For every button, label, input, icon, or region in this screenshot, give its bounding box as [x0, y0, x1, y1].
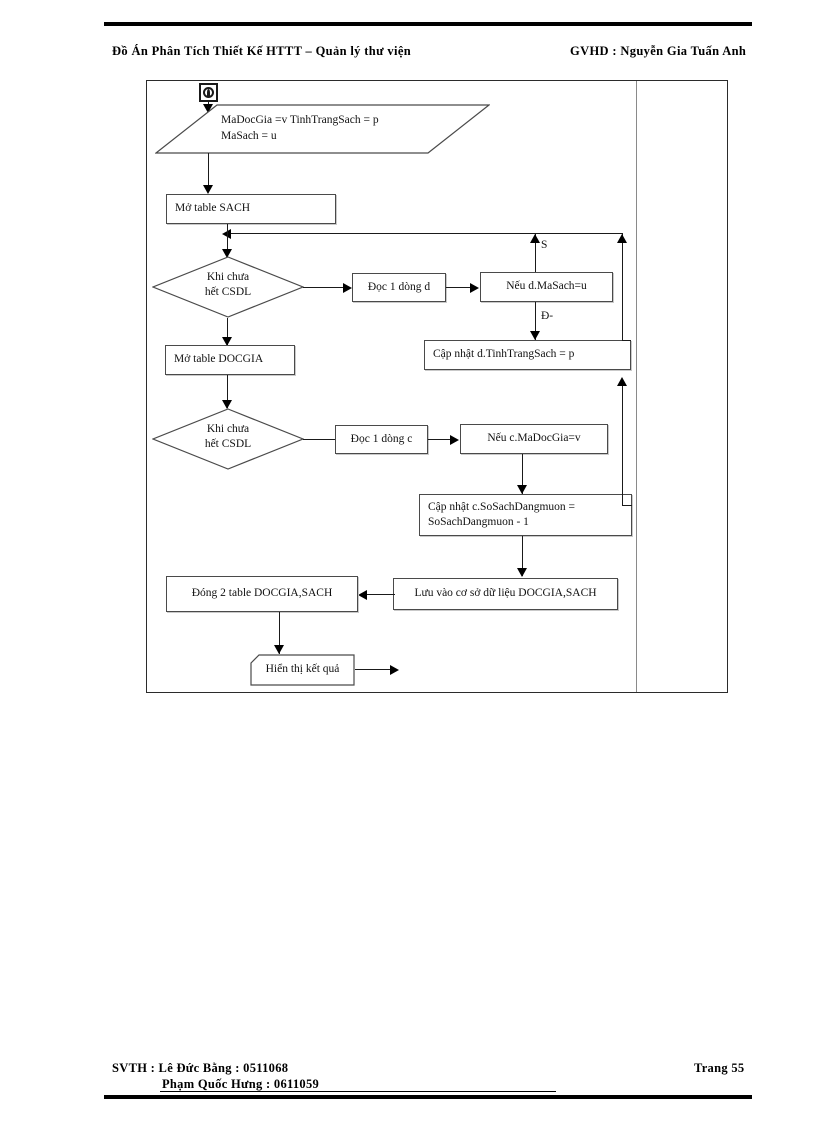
start-node-pip — [207, 89, 210, 96]
edge-open-sach-to-loop — [227, 224, 228, 256]
node-save-db: Lưu vào cơ sở dữ liệu DOCGIA,SACH — [393, 578, 618, 610]
node-save-db-label: Lưu vào cơ sở dữ liệu DOCGIA,SACH — [414, 587, 597, 600]
arrowhead-start-to-input — [203, 104, 213, 113]
node-update-tinhtrang-label: Cập nhật d.TinhTrangSach = p — [433, 348, 575, 361]
header-title-left: Đồ Án Phân Tích Thiết Kế HTTT – Quản lý … — [112, 44, 412, 58]
node-loop-sach-label: Khi chưa hết CSDL — [204, 271, 252, 298]
arrowhead-open-sach-to-loop — [222, 249, 232, 258]
edge-check-masach-false — [535, 302, 536, 340]
edge-save-to-close — [362, 594, 395, 595]
header-rule — [104, 22, 752, 26]
node-update-sosach-label: Cập nhật c.SoSachDangmuon = SoSachDangmu… — [428, 500, 576, 528]
arrowhead-close-to-show-result — [274, 645, 284, 654]
edge-loop-sach-exit — [227, 318, 228, 345]
start-node-icon — [199, 83, 218, 102]
arrowhead-check-masach-true — [530, 234, 540, 243]
edge-open-docgia-to-loop — [227, 375, 228, 408]
node-close-tables: Đóng 2 table DOCGIA,SACH — [166, 576, 358, 612]
node-input-params-label: MaDocGia =v TinhTrangSach = p MaSach = u — [221, 114, 379, 143]
edge-label-false-sach: Đ- — [541, 310, 554, 322]
node-check-masach-label: Nếu d.MaSach=u — [506, 280, 587, 293]
footer-student-line-2: Phạm Quốc Hưng : 0611059 — [162, 1077, 320, 1091]
node-loop-docgia-label: Khi chưa hết CSDL — [204, 423, 252, 450]
arrowhead-input-to-open-sach — [203, 185, 213, 194]
arrowhead-loopback-bus-sach — [222, 229, 231, 239]
node-read-row-d-label: Đọc 1 dòng d — [367, 280, 431, 293]
arrowhead-loop-sach-to-read-d — [343, 283, 352, 293]
flowchart-frame-divider — [636, 81, 637, 692]
node-check-madocgia: Nếu c.MaDocGia=v — [460, 424, 608, 454]
edge-docgia-loop-return-stub — [622, 505, 632, 506]
node-read-row-d: Đọc 1 dòng d — [352, 273, 446, 302]
node-open-table-sach: Mở table SACH — [166, 194, 336, 224]
arrowhead-save-to-close — [358, 590, 367, 600]
edge-show-result-exit — [355, 669, 393, 670]
arrowhead-check-madocgia-false — [517, 485, 527, 494]
footer-student-line-1: SVTH : Lê Đức Bằng : 0511068 — [112, 1061, 289, 1075]
edge-check-madocgia-false — [522, 454, 523, 494]
node-loop-sach: Khi chưa hết CSDL — [152, 256, 304, 318]
node-open-table-sach-label: Mở table SACH — [175, 202, 251, 215]
footer-rule — [104, 1095, 752, 1099]
header-title-right: GVHD : Nguyễn Gia Tuấn Anh — [570, 44, 747, 58]
footer-underline — [160, 1091, 556, 1092]
edge-read-d-to-check-masach — [446, 287, 472, 288]
arrowhead-docgia-loop-return — [617, 377, 627, 386]
node-update-sosach: Cập nhật c.SoSachDangmuon = SoSachDangmu… — [419, 494, 632, 536]
node-update-tinhtrang: Cập nhật d.TinhTrangSach = p — [424, 340, 631, 370]
edge-update-sosach-to-save — [522, 536, 523, 576]
arrowhead-check-masach-false — [530, 331, 540, 340]
arrowhead-update-tinhtrang-to-loopback — [617, 234, 627, 243]
arrowhead-open-docgia-to-loop — [222, 400, 232, 409]
flowchart-frame — [146, 80, 728, 693]
arrowhead-loop-sach-exit — [222, 337, 232, 346]
edge-loop-sach-to-read-d — [303, 287, 345, 288]
edge-loopback-bus-sach — [228, 233, 623, 234]
start-node-ring — [203, 87, 214, 98]
edge-read-c-to-check-madocgia — [428, 439, 452, 440]
arrowhead-read-d-to-check-masach — [470, 283, 479, 293]
edge-update-tinhtrang-right-stub — [622, 340, 631, 341]
arrowhead-show-result-exit — [390, 665, 399, 675]
edge-close-to-show-result — [279, 612, 280, 654]
node-open-table-docgia-label: Mở table DOCGIA — [174, 353, 264, 366]
node-check-madocgia-label: Nếu c.MaDocGia=v — [487, 432, 581, 445]
edge-input-to-open-sach — [208, 153, 209, 189]
arrowhead-read-c-to-check-madocgia — [450, 435, 459, 445]
node-check-masach: Nếu d.MaSach=u — [480, 272, 613, 302]
node-input-params: MaDocGia =v TinhTrangSach = p MaSach = u — [155, 104, 490, 154]
edge-loop-docgia-to-read-c — [303, 439, 339, 440]
node-loop-docgia: Khi chưa hết CSDL — [152, 408, 304, 470]
node-read-row-c-label: Đọc 1 dòng c — [350, 432, 413, 445]
edge-check-masach-true — [535, 234, 536, 272]
arrowhead-update-sosach-to-save — [517, 568, 527, 577]
footer-page-number: Trang 55 — [694, 1061, 745, 1075]
node-open-table-docgia: Mở table DOCGIA — [165, 345, 295, 375]
node-close-tables-label: Đóng 2 table DOCGIA,SACH — [191, 587, 333, 600]
node-show-result-label: Hiển thị kết quả — [265, 663, 340, 675]
edge-docgia-loop-return — [622, 386, 623, 505]
node-show-result: Hiển thị kết quả — [250, 654, 355, 686]
node-read-row-c: Đọc 1 dòng c — [335, 425, 428, 454]
edge-label-true-sach: S — [541, 239, 548, 251]
edge-update-tinhtrang-to-loopback — [622, 234, 623, 341]
